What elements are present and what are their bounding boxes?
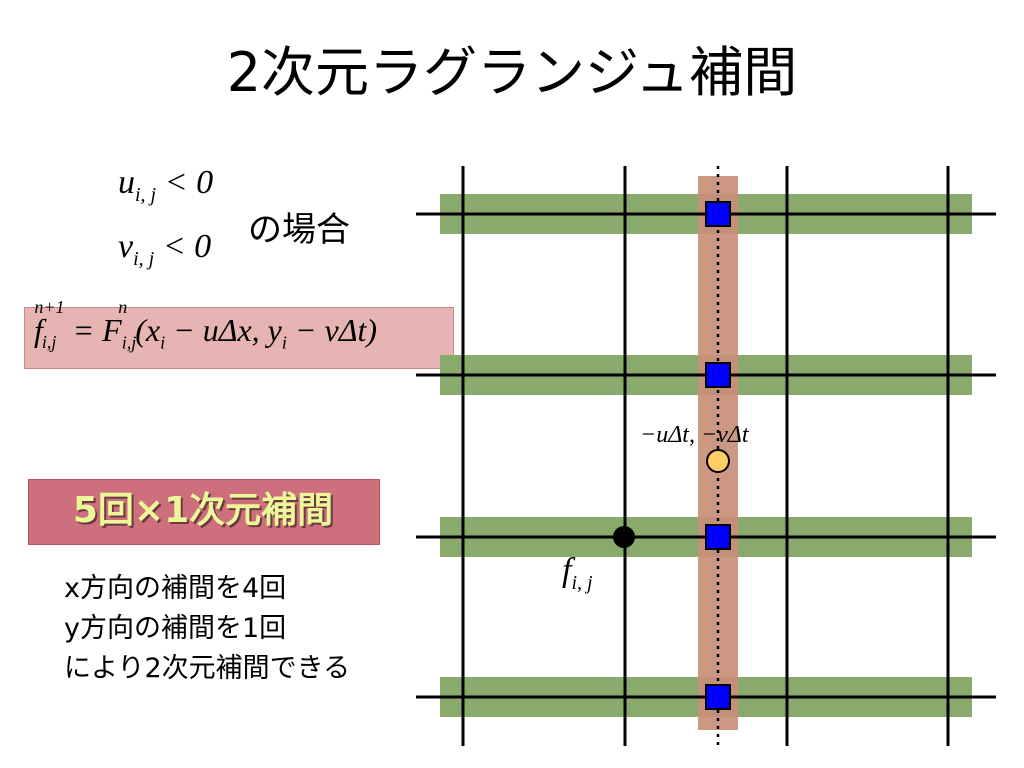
description-line-2: y方向の補間を1回 bbox=[64, 613, 287, 644]
interp-point-2 bbox=[705, 362, 731, 388]
v-condition: vi, j < 0 bbox=[118, 228, 212, 270]
badge-label: 5回×1次元補間 bbox=[72, 490, 334, 531]
description-line-3: により2次元補間できる bbox=[64, 653, 351, 684]
page-title: 2次元ラグランジュ補間 bbox=[226, 41, 798, 104]
interp-point-4 bbox=[705, 684, 731, 710]
grid-point-label: fi, j bbox=[562, 552, 593, 594]
departure-point bbox=[706, 449, 730, 473]
case-label: の場合 bbox=[248, 210, 350, 250]
formula: fi,jn+1 = Fi,jn (xi − uΔx, yi − vΔt) bbox=[34, 297, 378, 353]
badge-background bbox=[28, 479, 380, 545]
displacement-label: −uΔt, −vΔt bbox=[640, 422, 749, 448]
formula-box bbox=[24, 307, 454, 369]
interp-point-3 bbox=[705, 524, 731, 550]
description-line-1: x方向の補間を4回 bbox=[64, 573, 287, 604]
interp-point-1 bbox=[705, 201, 731, 227]
u-condition: ui, j < 0 bbox=[118, 164, 214, 206]
grid-point bbox=[613, 526, 635, 548]
